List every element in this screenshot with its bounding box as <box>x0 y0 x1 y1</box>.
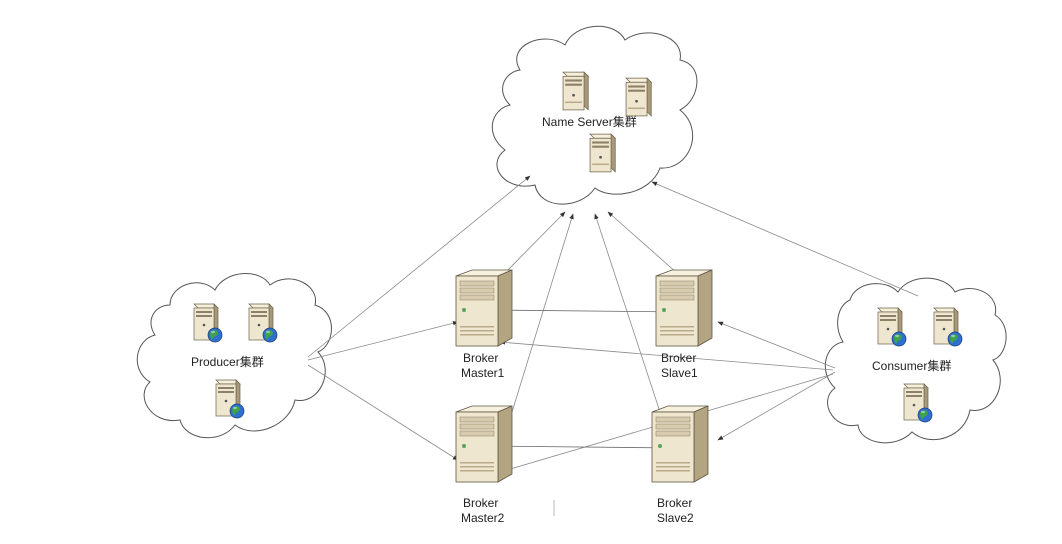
consumer-to-slave2-line <box>717 371 836 441</box>
nameserver-cloud <box>491 25 698 205</box>
producer-to-nameserver-line <box>307 175 531 358</box>
nameserver-cluster-label: Name Server集群 <box>542 114 637 129</box>
broker-slave2-label-line2: Slave2 <box>657 511 694 525</box>
consumer-to-nameserver-line <box>651 181 919 297</box>
producer-to-master1-line <box>307 321 459 361</box>
master2-to-nameserver-line <box>511 213 574 413</box>
broker-slave2-label-line1: Broker <box>657 496 692 510</box>
consumer-to-slave1-line <box>717 321 836 369</box>
consumer-to-master1-line <box>499 340 834 371</box>
producer-server-globe-icon <box>215 379 245 419</box>
broker-slave1-tower-server-icon <box>655 269 713 347</box>
consumer-cluster-label: Consumer集群 <box>872 358 951 373</box>
master2-to-slave2-line <box>487 445 677 451</box>
producer-to-master2-line <box>307 364 459 461</box>
consumer-server-globe-icon <box>903 383 933 423</box>
master1-to-slave1-line <box>487 309 687 315</box>
producer-server-globe-icon <box>248 303 278 343</box>
nameserver-server-icon <box>589 133 616 173</box>
broker-master1-label-line2: Master1 <box>461 366 505 380</box>
consumer-server-globe-icon <box>877 307 907 347</box>
producer-server-globe-icon <box>193 303 223 343</box>
consumer-server-globe-icon <box>933 307 963 347</box>
nameserver-server-icon <box>562 71 589 111</box>
consumer-cloud <box>824 277 1007 444</box>
connections <box>307 175 919 473</box>
broker-master1-label-line1: Broker <box>463 351 498 365</box>
nameserver-server-icon <box>625 77 652 117</box>
broker-master2-label-line1: Broker <box>463 496 498 510</box>
slave1-to-nameserver-line <box>607 211 686 281</box>
broker-slave2-tower-server-icon <box>651 405 709 483</box>
broker-slave1-label-line1: Broker <box>661 351 696 365</box>
producer-cloud <box>136 273 332 439</box>
producer-cluster-label: Producer集群 <box>191 354 264 369</box>
broker-master1-tower-server-icon <box>455 269 513 347</box>
broker-master2-tower-server-icon <box>455 405 513 483</box>
master1-to-nameserver-line <box>499 211 566 279</box>
broker-master2-label-line2: Master2 <box>461 511 505 525</box>
broker-slave1-label-line2: Slave1 <box>661 366 698 380</box>
slave2-to-nameserver-line <box>594 213 661 413</box>
